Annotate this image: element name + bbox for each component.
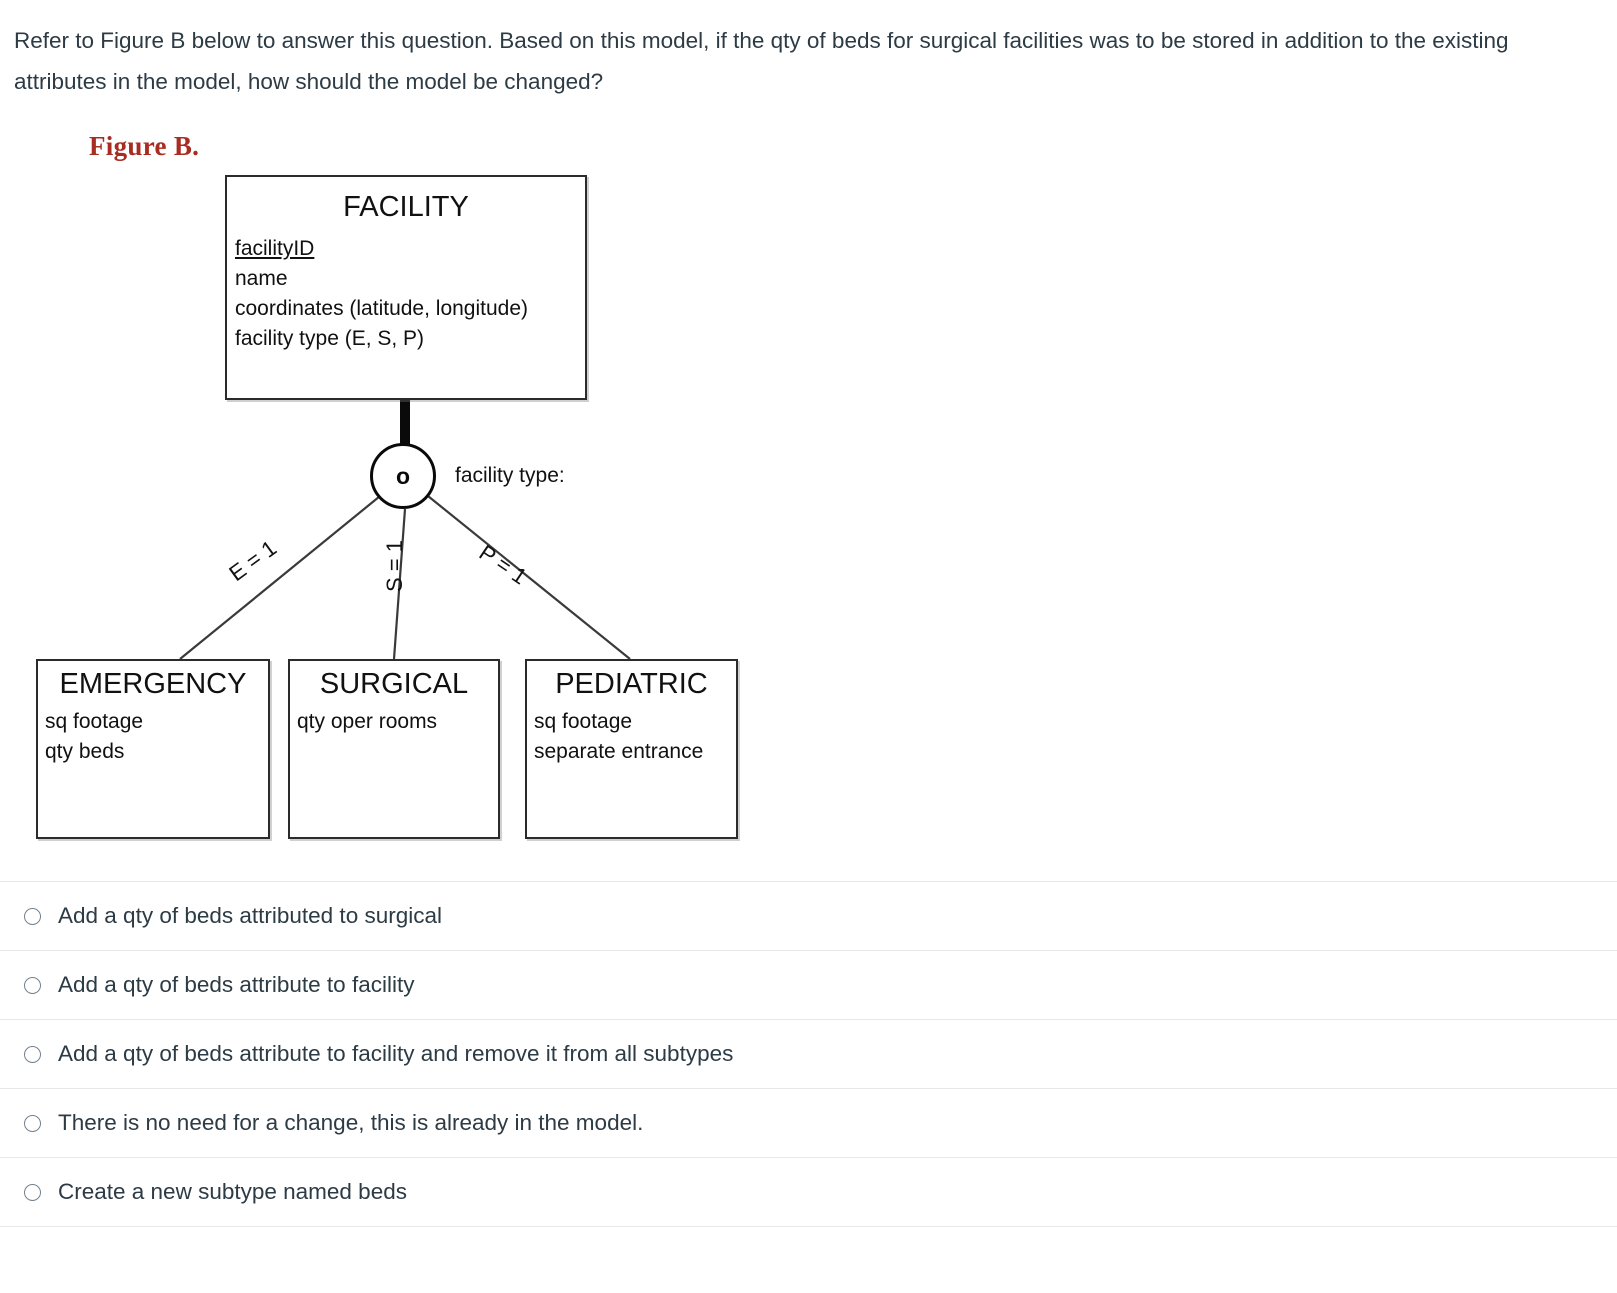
subtype-discriminator-circle: o — [370, 443, 436, 509]
figure-b-diagram: Figure B. o facility type: E = 1 S = 1 P… — [0, 120, 800, 860]
attribute-list-pediatric: sq footage separate entrance — [527, 707, 736, 767]
figure-label: Figure B. — [89, 131, 200, 161]
entity-title-emergency: EMERGENCY — [59, 668, 247, 700]
overlap-rule-symbol: o — [395, 462, 411, 489]
answer-option-2[interactable]: Add a qty of beds attribute to facility … — [0, 1019, 1617, 1088]
radio-button-icon[interactable] — [24, 976, 41, 994]
entity-box-surgical: SURGICAL qty oper rooms — [288, 659, 500, 839]
answer-option-label: Add a qty of beds attribute to facility — [58, 972, 415, 997]
radio-button-icon[interactable] — [24, 1045, 41, 1063]
connector-line-emergency — [179, 491, 386, 660]
attribute-facility-3: facility type (E, S, P) — [235, 327, 425, 350]
radio-button-icon[interactable] — [24, 907, 41, 925]
answer-option-0[interactable]: Add a qty of beds attributed to surgical — [0, 881, 1617, 950]
attribute-list-facility: facilityID name coordinates (latitude, l… — [227, 234, 585, 354]
answer-option-label: Create a new subtype named beds — [58, 1179, 407, 1204]
entity-title-facility: FACILITY — [343, 191, 469, 223]
attribute-pediatric-1: separate entrance — [534, 740, 704, 763]
attribute-list-surgical: qty oper rooms — [290, 707, 498, 737]
attribute-list-emergency: sq footage qty beds — [38, 707, 268, 767]
entity-title-surgical: SURGICAL — [319, 668, 469, 700]
attribute-emergency-1: qty beds — [45, 740, 125, 763]
connector-line-surgical — [392, 508, 407, 660]
answer-option-label: There is no need for a change, this is a… — [58, 1110, 644, 1135]
answer-option-1[interactable]: Add a qty of beds attribute to facility — [0, 950, 1617, 1019]
supertype-thick-connector — [400, 398, 410, 468]
attribute-facility-0: facilityID — [235, 237, 315, 260]
answer-option-3[interactable]: There is no need for a change, this is a… — [0, 1088, 1617, 1157]
answer-option-4[interactable]: Create a new subtype named beds — [0, 1157, 1617, 1227]
connector-line-pediatric — [422, 491, 631, 660]
answer-option-label: Add a qty of beds attribute to facility … — [58, 1041, 734, 1066]
attribute-pediatric-0: sq footage — [534, 710, 633, 733]
subtype-connector-lines — [179, 491, 631, 660]
radio-button-icon[interactable] — [24, 1114, 41, 1132]
attribute-emergency-0: sq footage — [45, 710, 144, 733]
attribute-facility-1: name — [235, 267, 288, 290]
entity-box-facility: FACILITY facilityID name coordinates (la… — [225, 175, 587, 400]
cardinality-label-surgical: S = 1 — [381, 540, 407, 592]
attribute-surgical-0: qty oper rooms — [297, 710, 438, 733]
entity-box-pediatric: PEDIATRIC sq footage separate entrance — [525, 659, 738, 839]
attribute-facility-2: coordinates (latitude, longitude) — [235, 297, 529, 320]
entity-title-pediatric: PEDIATRIC — [555, 668, 708, 700]
answer-options-list: Add a qty of beds attributed to surgical… — [0, 881, 1617, 1227]
question-stem: Refer to Figure B below to answer this q… — [14, 28, 1509, 94]
entity-box-emergency: EMERGENCY sq footage qty beds — [36, 659, 270, 839]
discriminator-label: facility type: — [455, 464, 565, 487]
answer-option-label: Add a qty of beds attributed to surgical — [58, 903, 442, 928]
radio-button-icon[interactable] — [24, 1183, 41, 1201]
